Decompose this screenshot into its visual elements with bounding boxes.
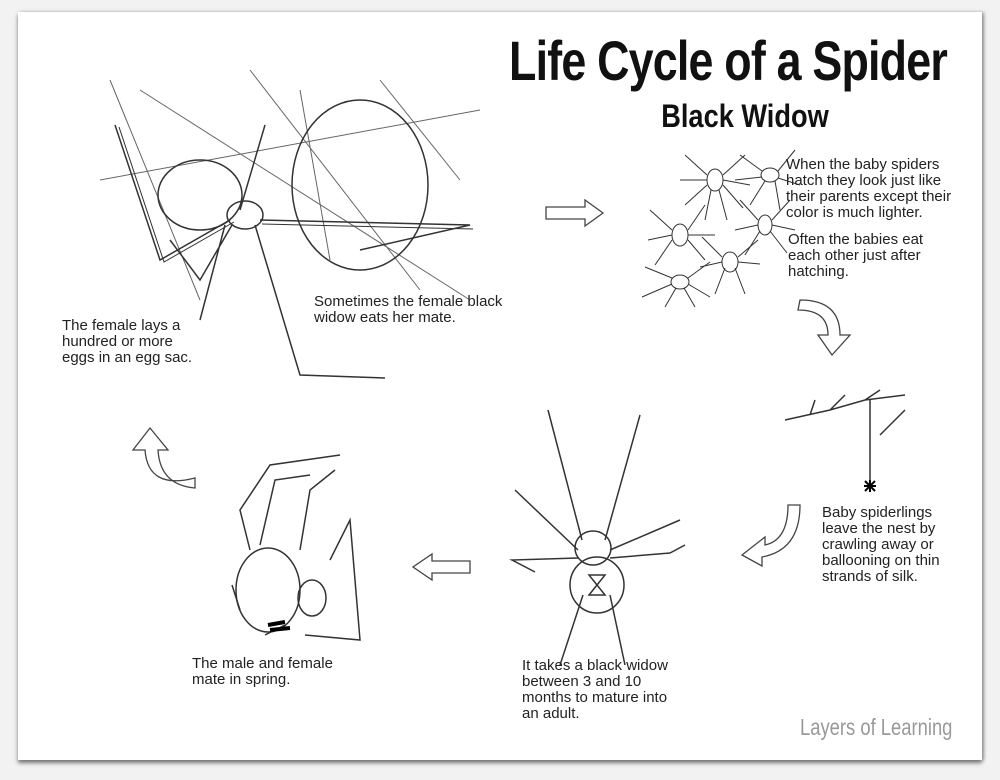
caption-line: each other just after (788, 247, 921, 264)
caption-spiderlings: Baby spiderlings leave the nest by crawl… (822, 505, 940, 585)
adult-spider-illustration (509, 409, 686, 666)
caption-line: an adult. (522, 705, 580, 722)
caption-line: strands of silk. (822, 568, 918, 585)
baby-spiders-illustration (641, 149, 801, 308)
caption-line: hatch they look just like (786, 172, 942, 189)
egg-sac-spider-illustration (99, 69, 481, 379)
arrow-curved-down-icon (797, 299, 852, 357)
caption-line: Sometimes the female black (314, 293, 503, 310)
caption-line: Often the babies eat (788, 231, 924, 248)
caption-line: eggs in an egg sac. (62, 349, 193, 366)
caption-line: The female lays a (62, 317, 181, 334)
mating-spiders-illustration (231, 454, 361, 641)
arrows (131, 198, 852, 582)
caption-eats-mate: Sometimes the female black widow eats he… (314, 294, 502, 326)
caption-line: crawling away or (822, 536, 934, 553)
caption-line: their parents except their (786, 188, 952, 205)
caption-eggs: The female lays a hundred or more eggs i… (62, 318, 192, 366)
page-title: Life Cycle of a Spider (509, 29, 948, 92)
page-subtitle: Black Widow (661, 98, 829, 134)
caption-line: It takes a black widow (522, 657, 668, 674)
caption-line: mate in spring. (192, 671, 291, 688)
arrow-curved-up-icon (131, 426, 196, 489)
arrow-curved-left-icon (740, 504, 801, 568)
caption-line: between 3 and 10 (522, 673, 642, 690)
caption-line: months to mature into (522, 689, 668, 706)
caption-line: hatching. (788, 263, 849, 280)
branch-spiderling-illustration (784, 389, 906, 492)
caption-cannibal: Often the babies eat each other just aft… (788, 232, 923, 280)
worksheet-page (18, 12, 982, 760)
caption-line: leave the nest by (822, 520, 936, 537)
caption-line: When the baby spiders (786, 156, 940, 173)
caption-line: color is much lighter. (786, 204, 923, 221)
caption-line: hundred or more (62, 333, 173, 350)
caption-line: widow eats her mate. (314, 309, 456, 326)
caption-mate: The male and female mate in spring. (192, 656, 333, 688)
arrow-left-icon (411, 552, 471, 582)
caption-line: The male and female (192, 655, 333, 672)
caption-line: ballooning on thin (822, 552, 940, 569)
caption-mature: It takes a black widow between 3 and 10 … (522, 658, 668, 722)
caption-hatch: When the baby spiders hatch they look ju… (786, 157, 951, 221)
arrow-right-icon (545, 198, 605, 228)
brand-logo-text: Layers of Learning (800, 714, 953, 740)
caption-line: Baby spiderlings (822, 504, 933, 521)
